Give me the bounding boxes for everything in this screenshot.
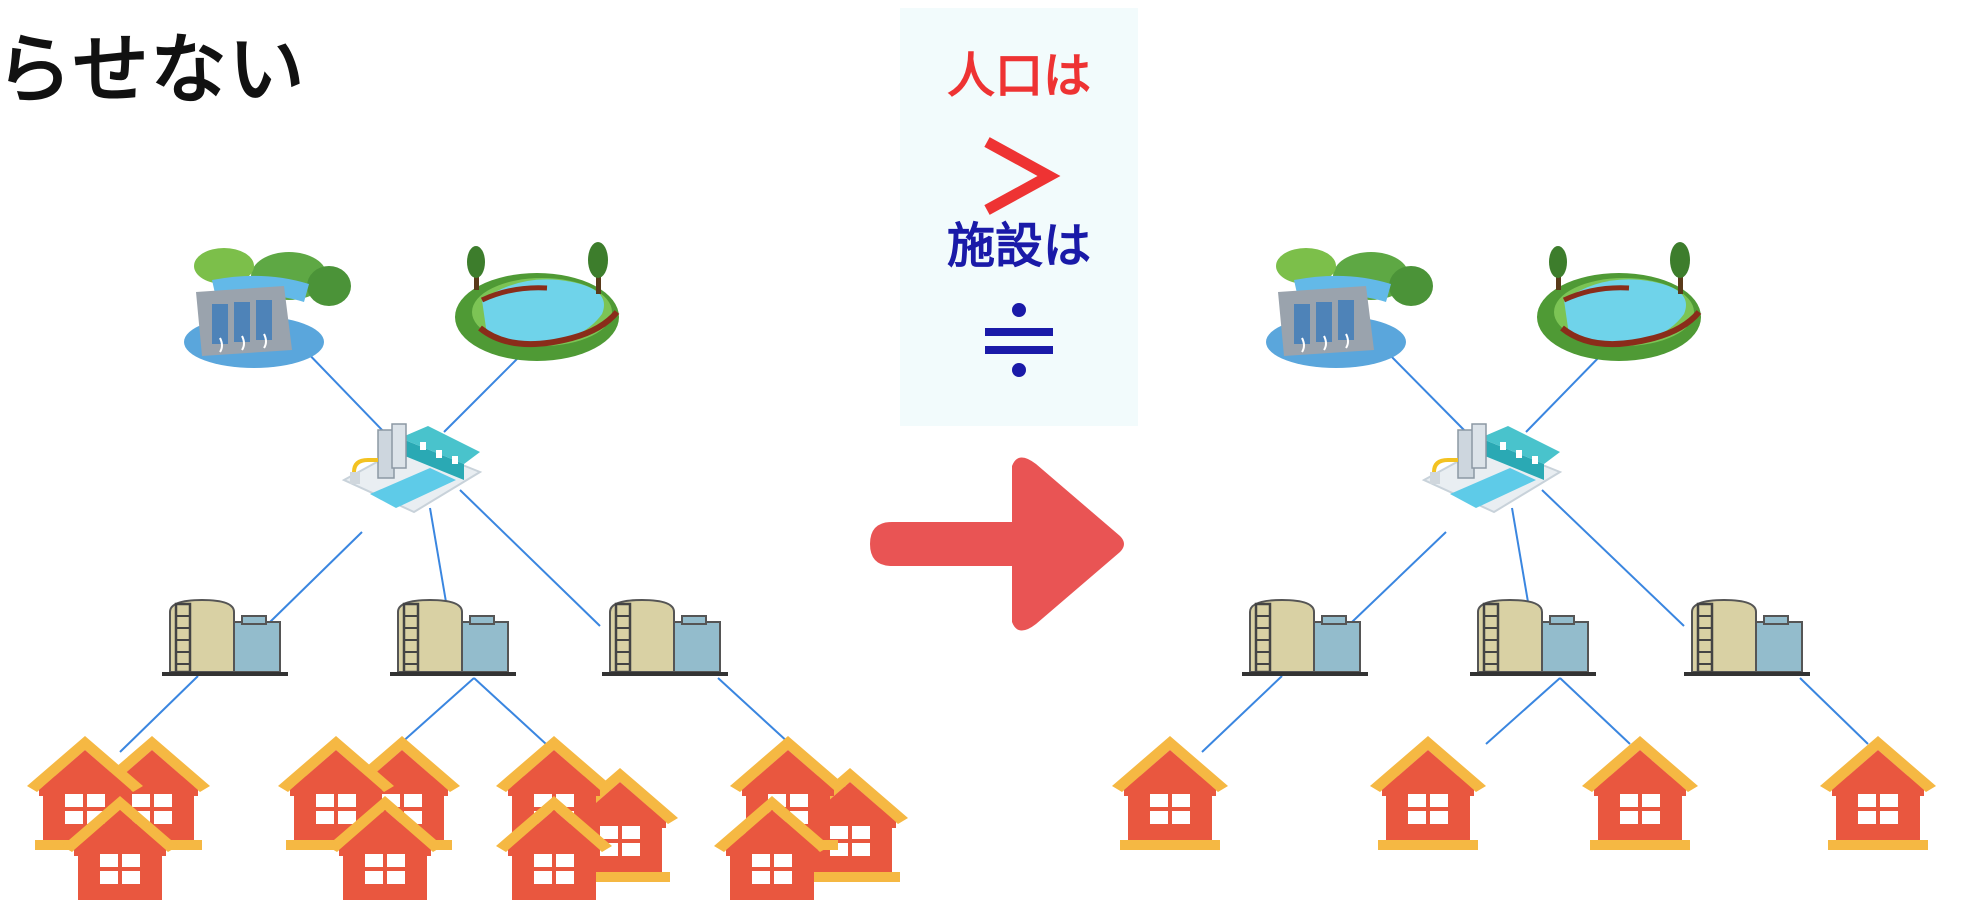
pipes-before — [119, 344, 791, 753]
transition-arrow-icon — [870, 457, 1124, 631]
river-icon — [1537, 242, 1701, 361]
water-treatment-plant-icon — [1422, 422, 1562, 514]
distribution-tank-icon — [1682, 598, 1812, 678]
distribution-tank-icon — [160, 598, 290, 678]
dam-icon — [1265, 247, 1434, 369]
river-icon — [455, 242, 619, 361]
distribution-tank-icon — [1240, 598, 1370, 678]
page-title: らせない — [0, 25, 307, 114]
water-treatment-plant-icon — [342, 422, 482, 514]
house-icon — [1370, 736, 1486, 850]
house-icon — [1582, 736, 1698, 850]
facility-label: 施設は — [946, 218, 1091, 274]
approximately-equal-icon — [985, 303, 1053, 377]
house-icon — [1112, 736, 1228, 850]
distribution-tank-icon — [388, 598, 518, 678]
comparison-box: 人口は 施設は — [900, 8, 1138, 426]
distribution-tank-icon — [600, 598, 730, 678]
distribution-tank-icon — [1468, 598, 1598, 678]
population-label: 人口は — [946, 48, 1091, 104]
house-icon — [1820, 736, 1936, 850]
dam-icon — [183, 247, 352, 369]
pipes-after — [1201, 344, 1869, 753]
greater-than-icon — [984, 137, 1061, 215]
